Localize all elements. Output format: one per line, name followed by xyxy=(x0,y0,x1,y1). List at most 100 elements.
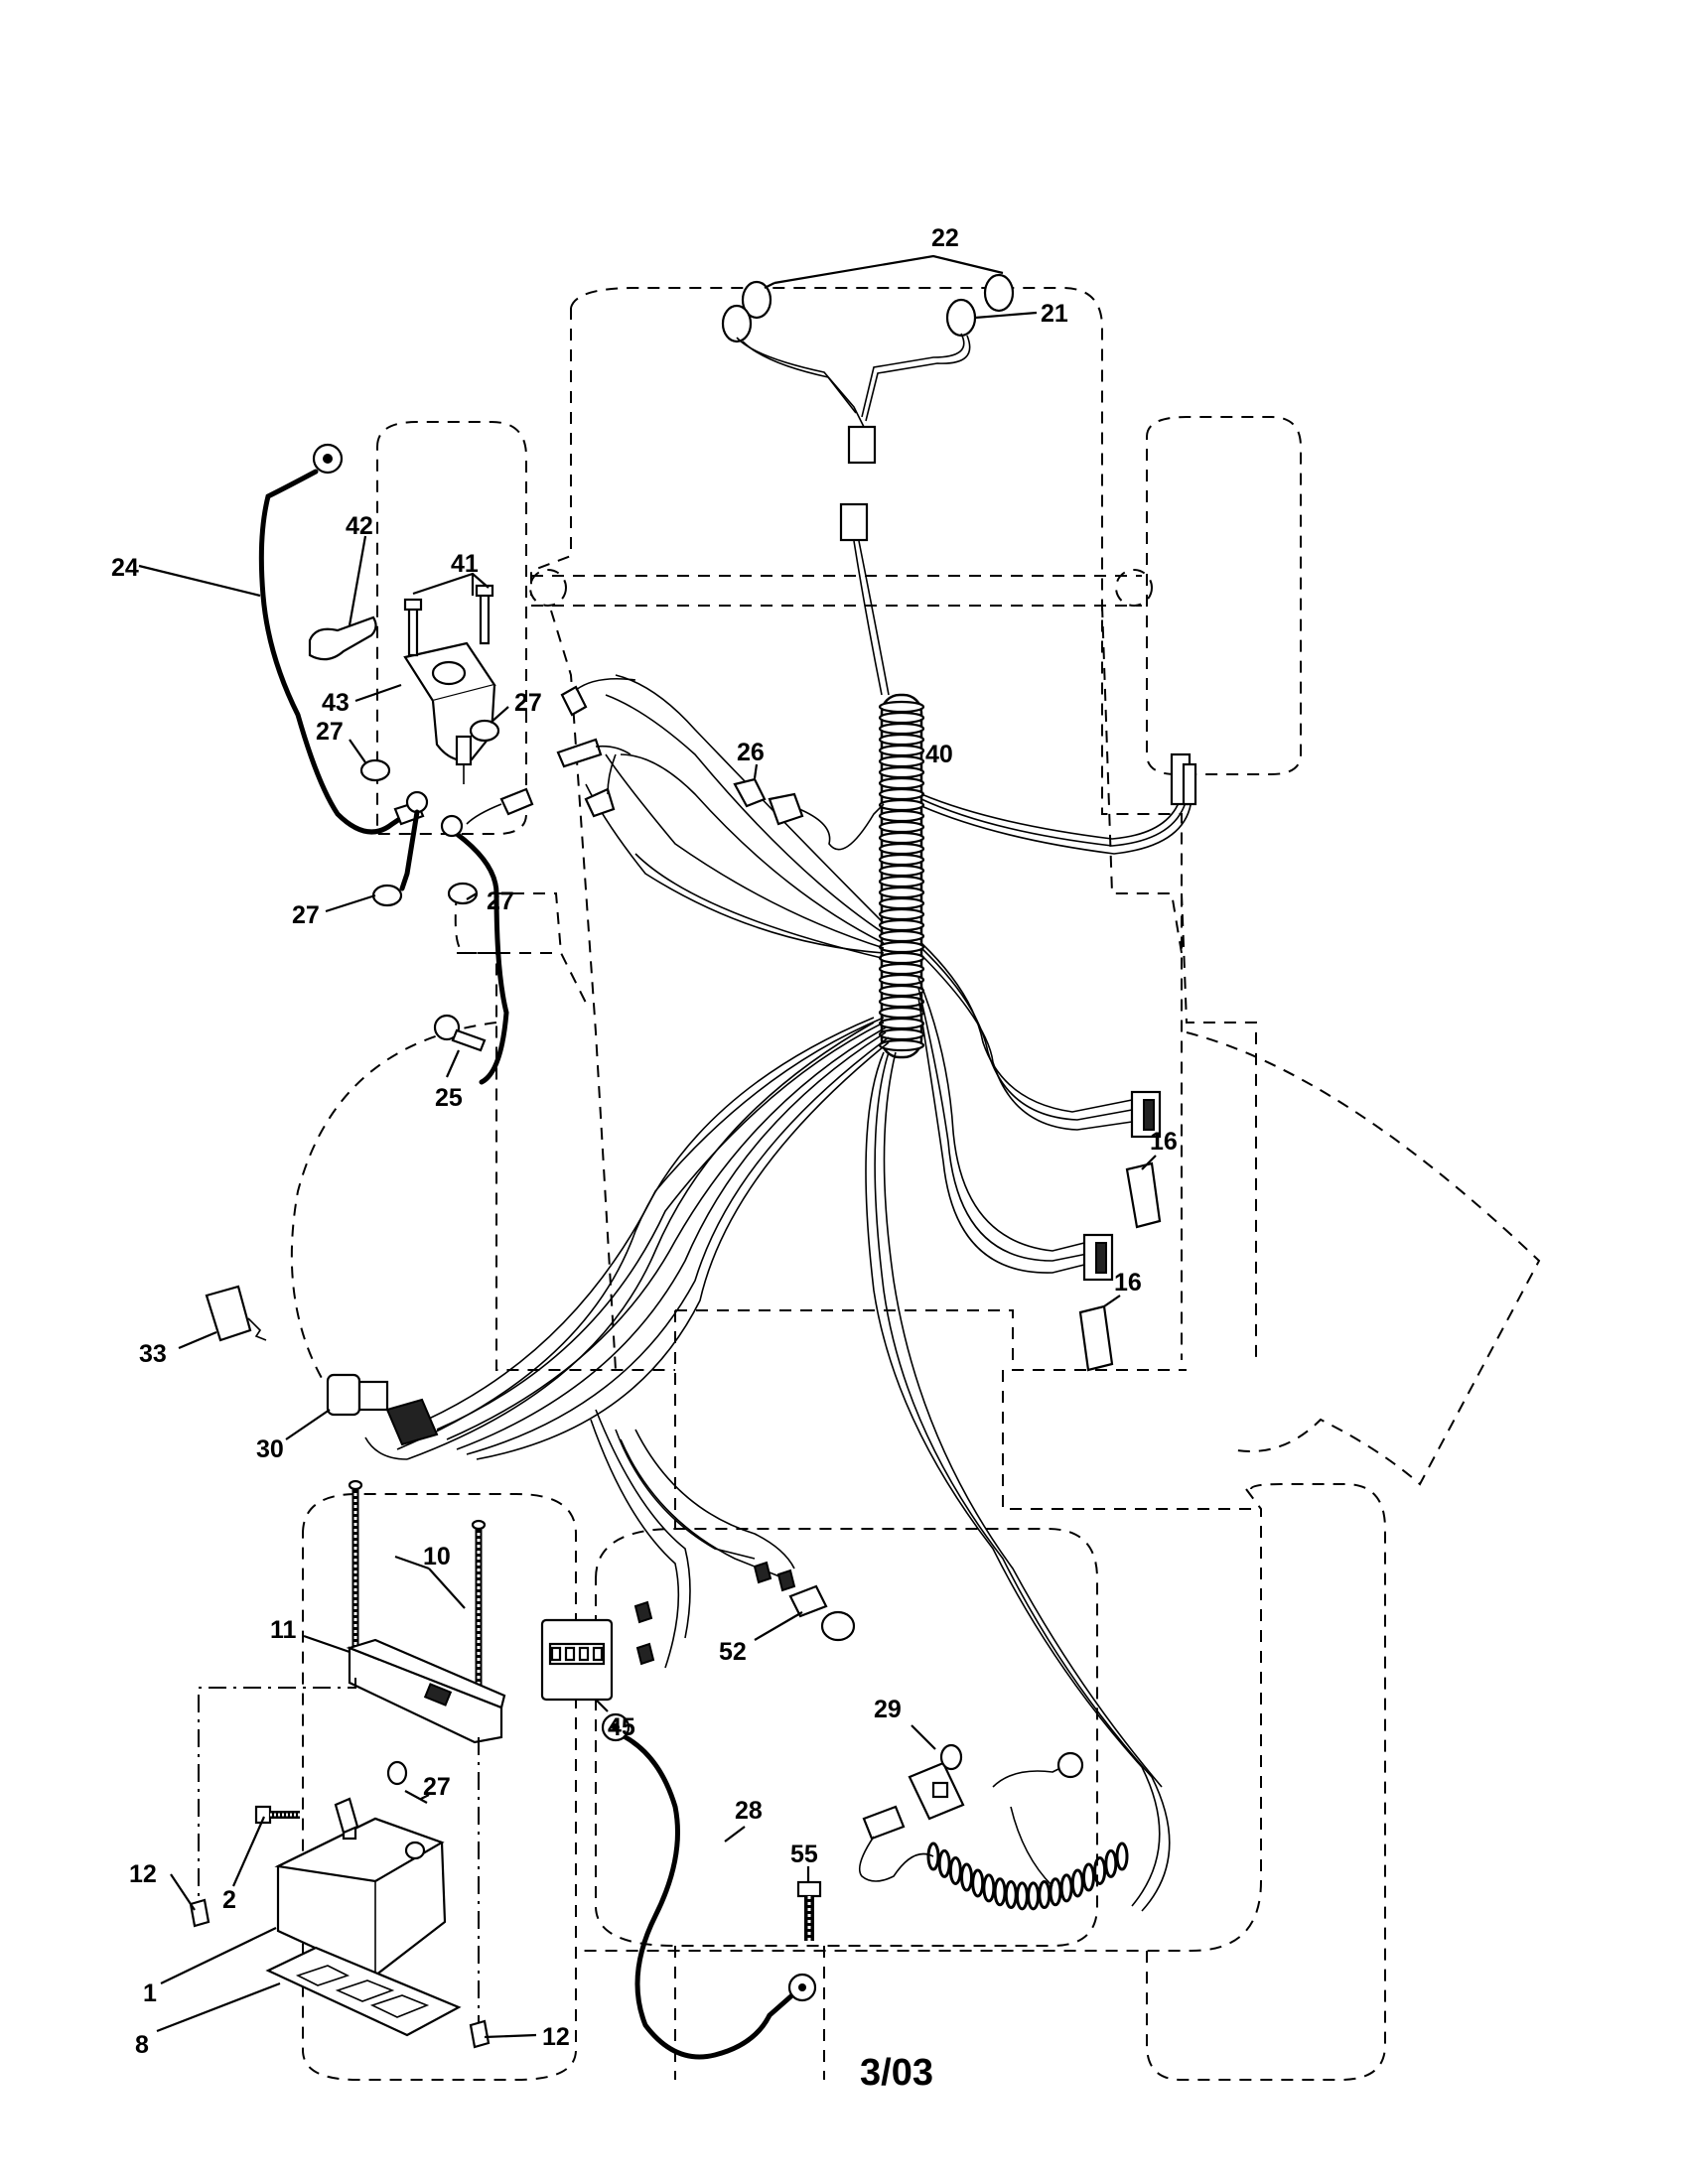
fuse-holder xyxy=(399,787,534,891)
callout-21: 21 xyxy=(1041,300,1068,328)
callout-55: 55 xyxy=(790,1841,818,1868)
loom-ring xyxy=(878,711,925,725)
chassis-outline xyxy=(290,287,1541,2081)
hour-meter-45 xyxy=(540,1561,796,1702)
loom-ring xyxy=(878,918,925,932)
loom-ring xyxy=(878,744,925,757)
loom-ring xyxy=(878,1017,925,1030)
loom-ring xyxy=(878,733,925,747)
loom-ring xyxy=(878,896,925,910)
loom-ring xyxy=(878,886,925,899)
headlight-connector-plug xyxy=(847,425,877,465)
coil-ring xyxy=(1038,1879,1052,1909)
callout-43: 43 xyxy=(322,689,350,717)
coil-ring xyxy=(982,1873,996,1903)
loom-ring xyxy=(878,864,925,878)
loom-ring xyxy=(878,973,925,987)
loom-ring xyxy=(878,842,925,856)
callout-25: 25 xyxy=(435,1084,463,1112)
loom-ring xyxy=(878,765,925,779)
loom-ring xyxy=(878,995,925,1009)
callout-33: 33 xyxy=(139,1340,167,1368)
callout-40: 40 xyxy=(925,741,953,768)
coil-ring xyxy=(1081,1862,1095,1892)
callout-16-a: 16 xyxy=(1150,1128,1178,1156)
hold-down-rods-10 xyxy=(348,1479,487,1688)
loom-ring xyxy=(878,700,925,714)
right-front-connector xyxy=(1170,752,1197,806)
loom-ring xyxy=(878,1027,925,1041)
loom-ring xyxy=(878,776,925,790)
switch-29 xyxy=(862,1743,965,1841)
callout-27-e: 27 xyxy=(423,1773,451,1801)
loom-ring xyxy=(878,962,925,976)
callout-labels: 22 21 24 42 41 43 27 27 27 27 25 26 40 1… xyxy=(111,224,1178,2094)
bolt-55 xyxy=(796,1880,822,1941)
bulb-52 xyxy=(788,1584,856,1642)
coil-ring xyxy=(1004,1879,1018,1909)
callout-27-b: 27 xyxy=(316,718,344,746)
loom-ring xyxy=(878,940,925,954)
coil-ring xyxy=(1093,1855,1107,1885)
callout-41: 41 xyxy=(451,550,479,578)
coil-ring xyxy=(1070,1868,1084,1898)
headlight-assembly xyxy=(721,273,1015,696)
callout-29: 29 xyxy=(874,1696,902,1723)
connector-26 xyxy=(733,777,885,851)
callout-1: 1 xyxy=(143,1979,157,2007)
callout-27-d: 27 xyxy=(487,887,514,915)
bracket-11 xyxy=(346,1638,506,1744)
headlight-connector-socket xyxy=(839,502,869,542)
loom-ring xyxy=(878,722,925,736)
callout-45: 45 xyxy=(608,1713,635,1741)
callout-2: 2 xyxy=(222,1886,236,1914)
loom-ring xyxy=(878,820,925,834)
loom-ring xyxy=(878,929,925,943)
coil-ring xyxy=(1115,1842,1129,1871)
callout-42: 42 xyxy=(346,512,373,540)
callout-27-c: 27 xyxy=(292,901,320,929)
coil-ring xyxy=(960,1862,974,1892)
coil-ring xyxy=(926,1842,940,1871)
loom-ring xyxy=(878,907,925,921)
main-harness-loom xyxy=(396,674,1193,1912)
coil-ring xyxy=(937,1848,951,1878)
battery-tray-8 xyxy=(265,1946,462,2037)
coil-ring xyxy=(1027,1881,1041,1911)
callout-30: 30 xyxy=(256,1435,284,1463)
loom-ring xyxy=(878,831,925,845)
loom-rings xyxy=(878,700,925,1052)
bolt-2 xyxy=(254,1805,300,1825)
ground-cable-28 xyxy=(601,1712,817,2060)
upper-left-connectors xyxy=(556,677,636,818)
terminal-boot-42 xyxy=(308,615,377,661)
headlight-bulb-right xyxy=(983,273,1015,313)
connector-16-upper xyxy=(1125,1090,1162,1229)
callout-12-a: 12 xyxy=(129,1860,157,1888)
connector-16-lower xyxy=(1078,1233,1114,1372)
key-33 xyxy=(205,1285,267,1342)
solenoid-43 xyxy=(403,584,496,784)
coil-rings xyxy=(926,1842,1129,1911)
coil-cord xyxy=(858,1751,1129,1911)
coil-ring xyxy=(1104,1848,1118,1878)
coil-ring xyxy=(993,1877,1007,1907)
callout-26: 26 xyxy=(737,739,765,766)
j-nuts-12 xyxy=(189,1898,491,2049)
coil-ring xyxy=(1059,1873,1073,1903)
loom-ring xyxy=(878,809,925,823)
nuts-27 xyxy=(359,719,500,1786)
callout-16-b: 16 xyxy=(1114,1269,1142,1297)
coil-ring xyxy=(1015,1881,1029,1911)
loom-ring xyxy=(878,1006,925,1020)
coil-ring xyxy=(948,1855,962,1885)
loom-ring xyxy=(878,1038,925,1052)
chain-lines xyxy=(198,1678,480,2035)
callout-10: 10 xyxy=(423,1543,451,1570)
coil-ring xyxy=(1049,1877,1062,1907)
loom-ring xyxy=(878,951,925,965)
loom-ring xyxy=(878,754,925,768)
callout-27-a: 27 xyxy=(514,689,542,717)
callout-11: 11 xyxy=(270,1616,297,1644)
